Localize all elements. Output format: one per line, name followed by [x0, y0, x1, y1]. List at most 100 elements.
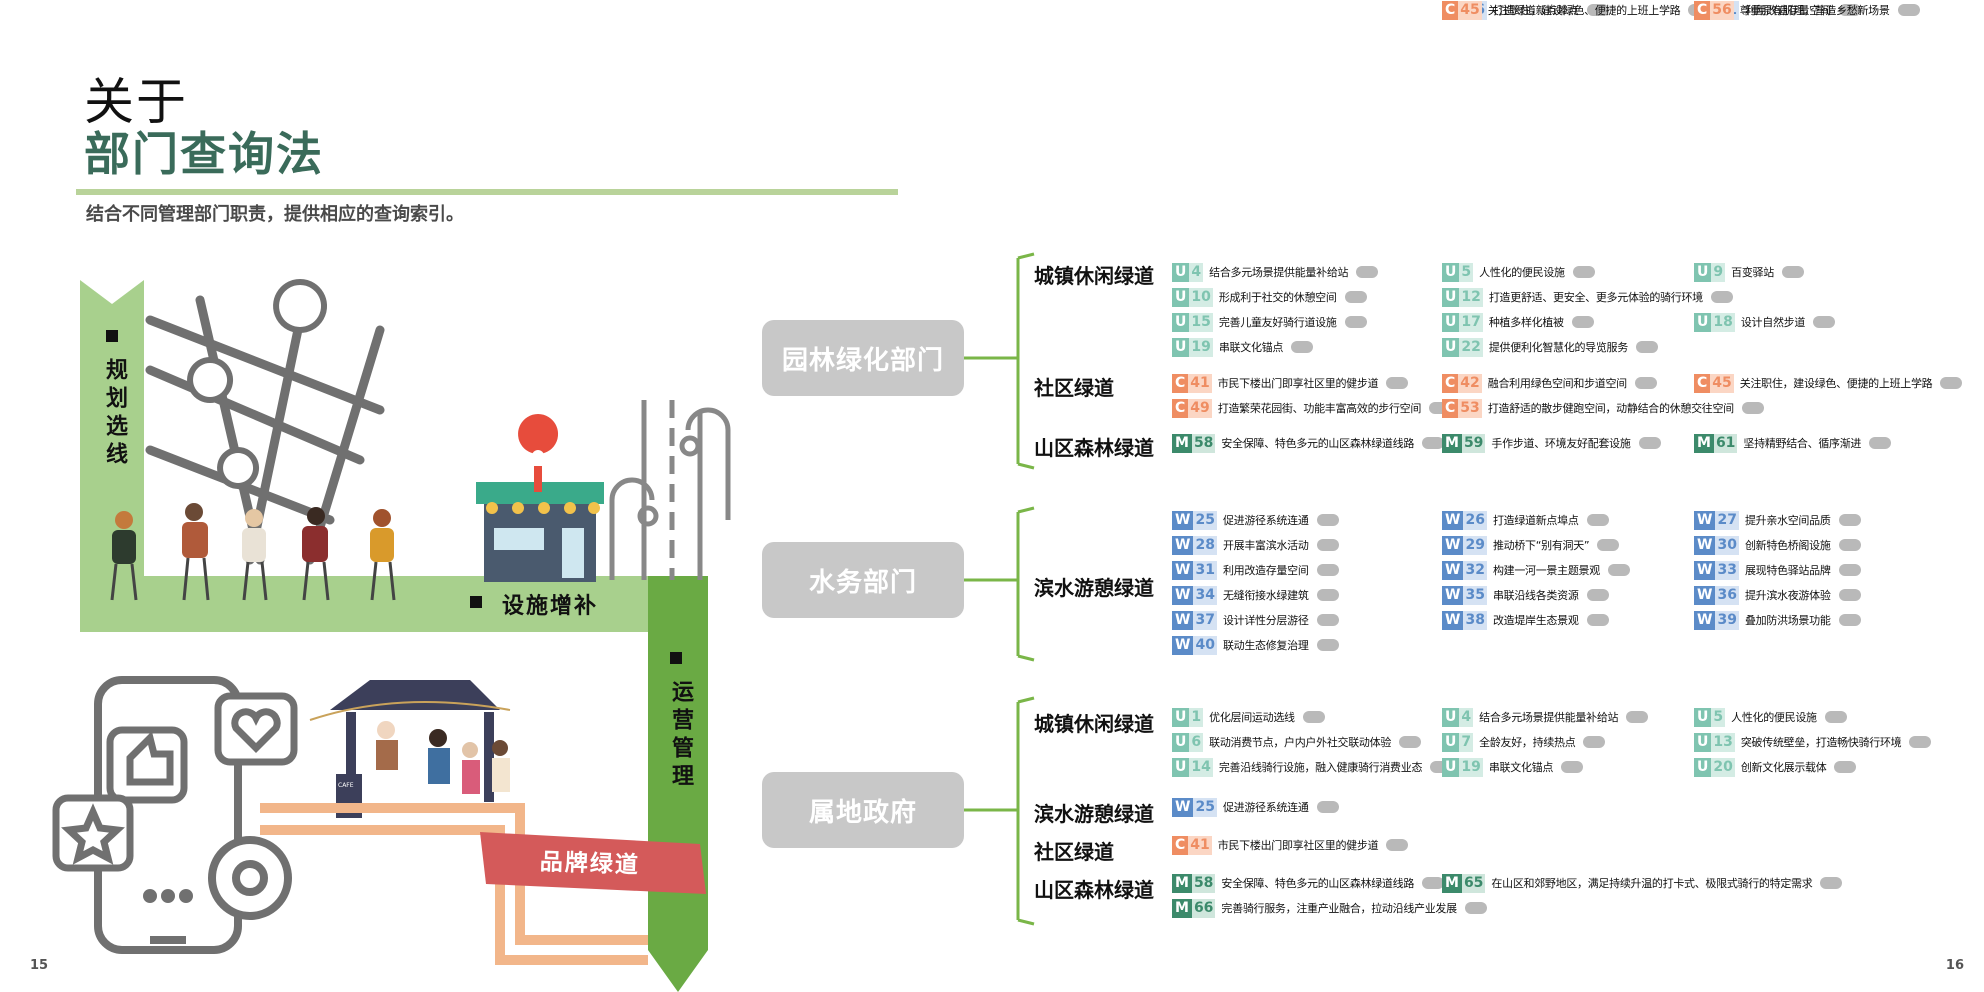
page-ref-icon[interactable]: [1344, 316, 1367, 328]
page-ref-icon[interactable]: [1940, 377, 1963, 389]
page-ref-icon[interactable]: [1813, 316, 1836, 328]
page-ref-icon[interactable]: [1316, 614, 1339, 626]
page-ref-icon[interactable]: [1316, 564, 1339, 576]
page-ref-icon[interactable]: [1302, 711, 1325, 723]
page-ref-icon[interactable]: [1583, 736, 1606, 748]
page-ref-icon[interactable]: [1838, 589, 1861, 601]
page-ref-icon[interactable]: [1634, 377, 1657, 389]
department-3[interactable]: 属地政府: [762, 772, 964, 848]
page-ref-icon[interactable]: [1838, 4, 1861, 16]
page-ref-icon[interactable]: [1316, 589, 1339, 601]
page-ref-icon[interactable]: [1838, 514, 1861, 526]
page-ref-icon[interactable]: [1399, 736, 1422, 748]
page-ref-icon[interactable]: [1838, 564, 1861, 576]
department-1[interactable]: 园林绿化部门: [762, 320, 964, 396]
page-ref-icon[interactable]: [1422, 877, 1445, 889]
page-ref-icon[interactable]: [1909, 736, 1932, 748]
page-ref-icon[interactable]: [1626, 711, 1649, 723]
page-ref-icon[interactable]: [1741, 402, 1764, 414]
page-ref-icon[interactable]: [1607, 564, 1630, 576]
page-ref-icon[interactable]: [1316, 514, 1339, 526]
page-ref-icon[interactable]: [1316, 639, 1339, 651]
page-ref-icon[interactable]: [1561, 761, 1584, 773]
page-ref-icon[interactable]: [1710, 291, 1733, 303]
page-ref-icon[interactable]: [1464, 902, 1487, 914]
page-ref-icon[interactable]: [1572, 266, 1595, 278]
page-ref-icon[interactable]: [1824, 711, 1847, 723]
page-ref-icon[interactable]: [1291, 341, 1314, 353]
page-ref-icon[interactable]: [1316, 539, 1339, 551]
page-ref-icon[interactable]: [1316, 801, 1339, 813]
page-ref-icon[interactable]: [1781, 266, 1804, 278]
page-ref-icon[interactable]: [1834, 761, 1857, 773]
page-ref-icon[interactable]: [1638, 437, 1661, 449]
page-ref-icon[interactable]: [1586, 4, 1609, 16]
page-ref-icon[interactable]: [1422, 437, 1445, 449]
page-ref-icon[interactable]: [1356, 266, 1379, 278]
page-ref-icon[interactable]: [1571, 316, 1594, 328]
page-ref-icon[interactable]: [1586, 589, 1609, 601]
page-ref-icon[interactable]: [1597, 539, 1620, 551]
department-2[interactable]: 水务部门: [762, 542, 964, 618]
page-ref-icon[interactable]: [1838, 539, 1861, 551]
page-ref-icon[interactable]: [1586, 514, 1609, 526]
page-ref-icon[interactable]: [1386, 377, 1409, 389]
page-ref-icon[interactable]: [1386, 839, 1409, 851]
page-ref-icon[interactable]: [1838, 614, 1861, 626]
page-ref-icon[interactable]: [1586, 614, 1609, 626]
page-ref-icon[interactable]: [1635, 341, 1658, 353]
page-ref-icon[interactable]: [1344, 291, 1367, 303]
page-ref-icon[interactable]: [1820, 877, 1843, 889]
page-ref-icon[interactable]: [1897, 4, 1920, 16]
